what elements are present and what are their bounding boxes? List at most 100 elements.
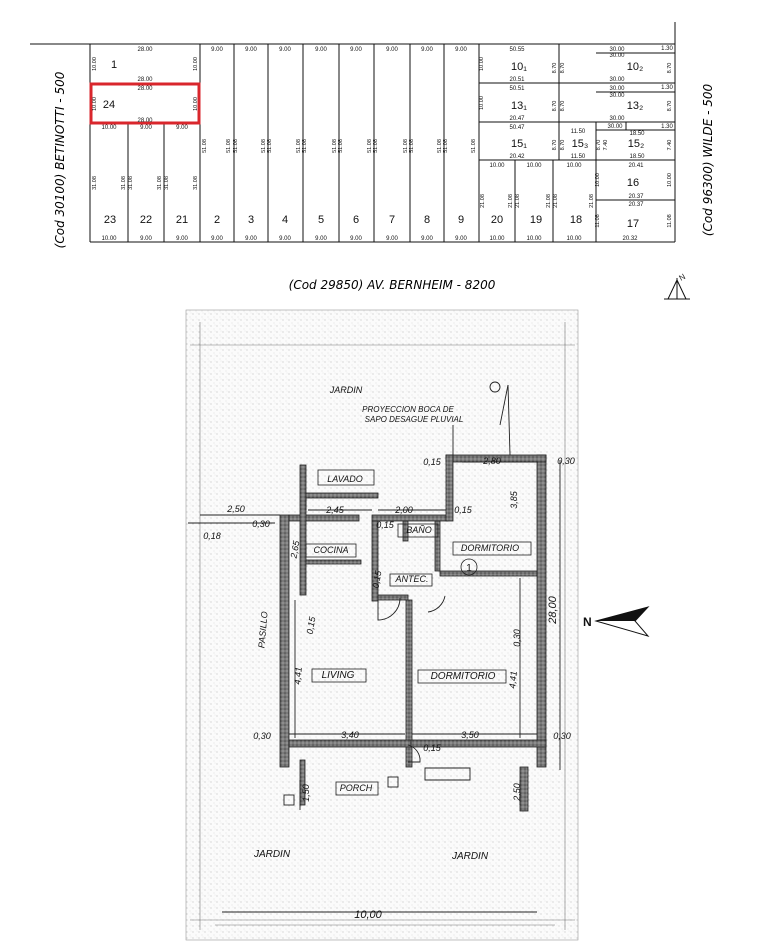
depth-51: 51.08 bbox=[202, 139, 208, 153]
room-lavado: LAVADO bbox=[327, 474, 363, 484]
lot-15-1-side: 8.70 bbox=[552, 140, 558, 151]
dim: 2,65 bbox=[288, 539, 301, 560]
depth-51: 51.08 bbox=[373, 139, 379, 153]
lot-10-2-top: 30.00 bbox=[609, 47, 625, 53]
north-letter: N bbox=[678, 272, 688, 283]
lot-number-13-2: 13₂ bbox=[627, 100, 644, 112]
lot-number: 20 bbox=[491, 214, 503, 226]
bottom-width: 9.00 bbox=[350, 236, 362, 242]
dim: 4,41 bbox=[507, 671, 518, 689]
lot-24-highlight bbox=[89, 82, 201, 125]
depth-21: 21.08 bbox=[515, 194, 521, 208]
depth-51: 51.08 bbox=[233, 139, 239, 153]
bottom-width: 9.00 bbox=[386, 236, 398, 242]
lot-24-side: 10.00 bbox=[92, 97, 98, 111]
lot-13-1-top: 50.51 bbox=[509, 86, 525, 92]
dim: 0,15 bbox=[423, 743, 442, 753]
lot-15-3-side: 8.70 bbox=[596, 140, 602, 151]
depth-21: 21.08 bbox=[553, 194, 559, 208]
lot-13-1-mid: 8.70 bbox=[552, 101, 558, 112]
lot-number: 7 bbox=[389, 214, 395, 226]
dim: 2,80 bbox=[482, 456, 501, 466]
dim: 2,50 bbox=[226, 504, 245, 514]
lot-13-2-bottom: 30.00 bbox=[609, 116, 625, 122]
lot-15-2-bottom: 18.50 bbox=[629, 154, 645, 160]
lot-15-3-bottom: 11.50 bbox=[571, 154, 586, 160]
depth-11: 11.08 bbox=[595, 214, 601, 227]
lot-15-2-top: 30.00 bbox=[607, 124, 623, 130]
lot-15-1-top: 50.47 bbox=[509, 125, 525, 131]
lot-15-3-top: 11.50 bbox=[571, 129, 586, 135]
top-width: 9.00 bbox=[421, 47, 433, 53]
room-dormitorio-1: DORMITORIO bbox=[461, 543, 519, 553]
bottom-width: 9.00 bbox=[455, 236, 467, 242]
plan-paper bbox=[185, 309, 579, 941]
depth-51: 51.08 bbox=[226, 139, 232, 153]
depth-11: 11.08 bbox=[667, 214, 673, 227]
top-width: 9.00 bbox=[211, 47, 223, 53]
top-width: 9.00 bbox=[455, 47, 467, 53]
bottom-width: 20.32 bbox=[622, 236, 638, 242]
bottom-width: 9.00 bbox=[421, 236, 433, 242]
bottom-width: 9.00 bbox=[279, 236, 291, 242]
bottom-width: 10.00 bbox=[489, 236, 505, 242]
proyeccion-label: SAPO DESAGUE PLUVIAL bbox=[365, 415, 464, 424]
lot-10-2-bottom: 30.00 bbox=[609, 77, 625, 83]
dim: 0,30 bbox=[557, 456, 575, 466]
room-antec: ANTEC. bbox=[394, 574, 428, 584]
lot-24-bottom: 28.00 bbox=[137, 118, 153, 124]
lot-15-2-side: 7.40 bbox=[667, 140, 673, 151]
north-arrow-icon: N bbox=[664, 272, 690, 300]
bottom-width: 9.00 bbox=[315, 236, 327, 242]
lot-16-side: 10.00 bbox=[595, 173, 601, 187]
dim: 0,15 bbox=[376, 520, 395, 530]
lot-number-15-2: 15₂ bbox=[628, 138, 645, 150]
row-width: 10.00 bbox=[526, 163, 542, 169]
jardin-top-label: JARDIN bbox=[329, 385, 363, 395]
lot-number-24: 24 bbox=[103, 99, 115, 111]
lot-10-1-bottom: 20.51 bbox=[509, 77, 525, 83]
plan-north-arrow-icon: N bbox=[583, 606, 650, 637]
depth-31: 31.08 bbox=[128, 176, 134, 190]
floor-plan: JARDIN PROYECCION BOCA DE SAPO DESAGUE P… bbox=[185, 309, 650, 941]
lot-16-top: 20.41 bbox=[628, 163, 644, 169]
dim: 2,45 bbox=[325, 505, 345, 515]
lot-number-10-2: 10₂ bbox=[627, 61, 644, 73]
depth-31: 31.08 bbox=[193, 176, 199, 190]
dim: 1,50 bbox=[301, 784, 311, 802]
lot-10-1-side: 10.00 bbox=[479, 57, 485, 71]
bottom-width: 10.00 bbox=[101, 236, 117, 242]
dim: 3,40 bbox=[341, 730, 359, 740]
lot-24-top: 28.00 bbox=[137, 86, 153, 92]
plan-north-letter: N bbox=[583, 615, 592, 629]
lot-number: 3 bbox=[248, 214, 254, 226]
dim: 0,30 bbox=[553, 731, 571, 741]
depth-51: 51.08 bbox=[261, 139, 267, 153]
lot-number-16: 16 bbox=[627, 177, 639, 189]
dim: 28,00 bbox=[547, 595, 559, 624]
depth-51: 51.08 bbox=[296, 139, 302, 153]
bottom-width: 9.00 bbox=[245, 236, 257, 242]
room-pasillo: PASILLO bbox=[256, 611, 269, 649]
lot-15-2-mid: 18.50 bbox=[629, 131, 645, 137]
depth-51: 51.08 bbox=[471, 139, 477, 153]
lot-10-2-side: 8.70 bbox=[560, 63, 566, 74]
top-width: 9.00 bbox=[279, 47, 291, 53]
depth-31: 31.08 bbox=[164, 176, 170, 190]
top-width: 9.00 bbox=[315, 47, 327, 53]
dim: 0,15 bbox=[423, 457, 442, 467]
lot-number: 9 bbox=[458, 214, 464, 226]
bottom-width: 9.00 bbox=[211, 236, 223, 242]
dim: 0,30 bbox=[253, 731, 271, 741]
room-cocina: COCINA bbox=[313, 545, 348, 555]
lot-number: 5 bbox=[318, 214, 324, 226]
depth-51: 51.08 bbox=[367, 139, 373, 153]
lot-13-2-top2: 30.00 bbox=[609, 93, 625, 99]
lot-number: 4 bbox=[282, 214, 288, 226]
dim: 0,18 bbox=[203, 531, 221, 541]
depth-51: 51.08 bbox=[409, 139, 415, 153]
row-width: 10.00 bbox=[566, 163, 582, 169]
lot-10-2-top2: 30.00 bbox=[609, 53, 625, 59]
lot-number: 2 bbox=[214, 214, 220, 226]
depth-51: 51.08 bbox=[437, 139, 443, 153]
